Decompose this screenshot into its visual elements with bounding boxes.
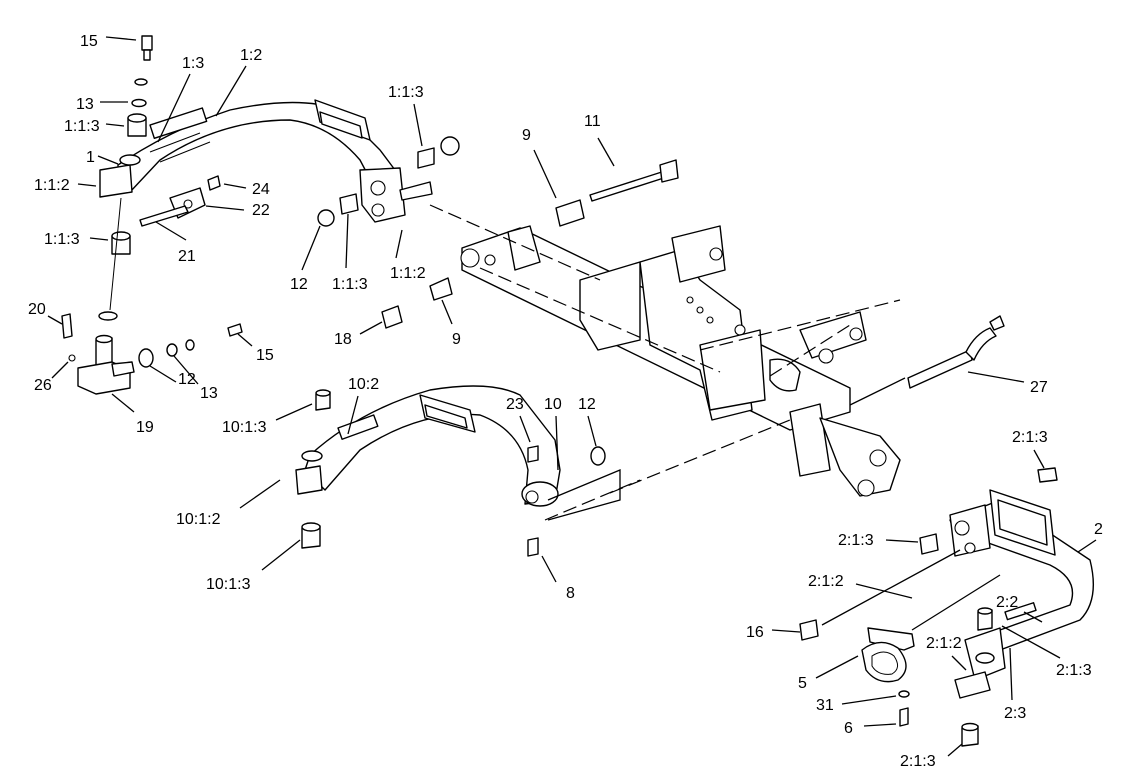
callout-113a: 1:1:3 bbox=[64, 118, 100, 135]
callout-2: 2 bbox=[1094, 521, 1103, 538]
hitch-pin-27 bbox=[907, 315, 1005, 389]
lift-arm-left bbox=[99, 99, 433, 227]
callout-31: 31 bbox=[816, 697, 834, 714]
callout-113b: 1:1:3 bbox=[44, 231, 80, 248]
callout-1: 1 bbox=[86, 149, 95, 166]
callout-23: 23 bbox=[506, 396, 524, 413]
callout-18: 18 bbox=[334, 331, 352, 348]
callout-20: 20 bbox=[28, 301, 46, 318]
bracket-5-hardware bbox=[799, 619, 915, 727]
callout-22: 22 bbox=[252, 202, 270, 219]
callout-12a: 12 bbox=[290, 276, 308, 293]
callout-9b: 9 bbox=[452, 331, 461, 348]
hardware-center bbox=[317, 136, 679, 329]
callout-13top: 1:3 bbox=[182, 55, 204, 72]
callout-212a: 2:1:2 bbox=[808, 573, 844, 590]
callout-23b: 2:3 bbox=[1004, 705, 1026, 722]
callout-26: 26 bbox=[34, 377, 52, 394]
callout-9a: 9 bbox=[522, 127, 531, 144]
callout-27: 27 bbox=[1030, 379, 1048, 396]
callout-8: 8 bbox=[566, 585, 575, 602]
callout-11: 11 bbox=[584, 113, 601, 130]
callout-12top: 1:2 bbox=[240, 47, 262, 64]
callout-1013a: 10:1:3 bbox=[222, 419, 267, 436]
callout-15b: 15 bbox=[256, 347, 274, 364]
callout-6: 6 bbox=[844, 720, 853, 737]
pivot-bracket-19 bbox=[61, 313, 243, 395]
callout-213a: 2:1:3 bbox=[1012, 429, 1048, 446]
callout-1013b: 10:1:3 bbox=[206, 576, 251, 593]
callout-113c: 1:1:3 bbox=[388, 84, 424, 101]
callout-24: 24 bbox=[252, 181, 270, 198]
lift-arm-right bbox=[919, 467, 1095, 747]
callout-22b: 2:2 bbox=[996, 594, 1018, 611]
callout-10: 10 bbox=[544, 396, 562, 413]
callouts: 15 13 1:1:3 1 1:1:2 1:3 1:2 24 22 21 1:1… bbox=[28, 33, 1103, 770]
assembly-lines bbox=[429, 204, 1001, 631]
callout-1012: 10:1:2 bbox=[176, 511, 221, 528]
callout-213b: 2:1:3 bbox=[838, 532, 874, 549]
callout-212b: 2:1:2 bbox=[926, 635, 962, 652]
callout-112b: 1:1:2 bbox=[390, 265, 426, 282]
callout-16: 16 bbox=[746, 624, 764, 641]
callout-102: 10:2 bbox=[348, 376, 379, 393]
lift-arm-center bbox=[295, 385, 606, 557]
callout-21: 21 bbox=[178, 248, 196, 265]
callout-13b: 13 bbox=[200, 385, 218, 402]
callout-13a: 13 bbox=[76, 96, 94, 113]
callout-19: 19 bbox=[136, 419, 154, 436]
callout-12c: 12 bbox=[578, 396, 596, 413]
callout-112a: 1:1:2 bbox=[34, 177, 70, 194]
callout-213c: 2:1:3 bbox=[1056, 662, 1092, 679]
callout-15a: 15 bbox=[80, 33, 98, 50]
callout-213d: 2:1:3 bbox=[900, 753, 936, 770]
hardware-upper-left bbox=[98, 35, 153, 321]
main-frame bbox=[460, 225, 901, 497]
callout-12b: 12 bbox=[178, 371, 196, 388]
callout-113d: 1:1:3 bbox=[332, 276, 368, 293]
callout-5: 5 bbox=[798, 675, 807, 692]
